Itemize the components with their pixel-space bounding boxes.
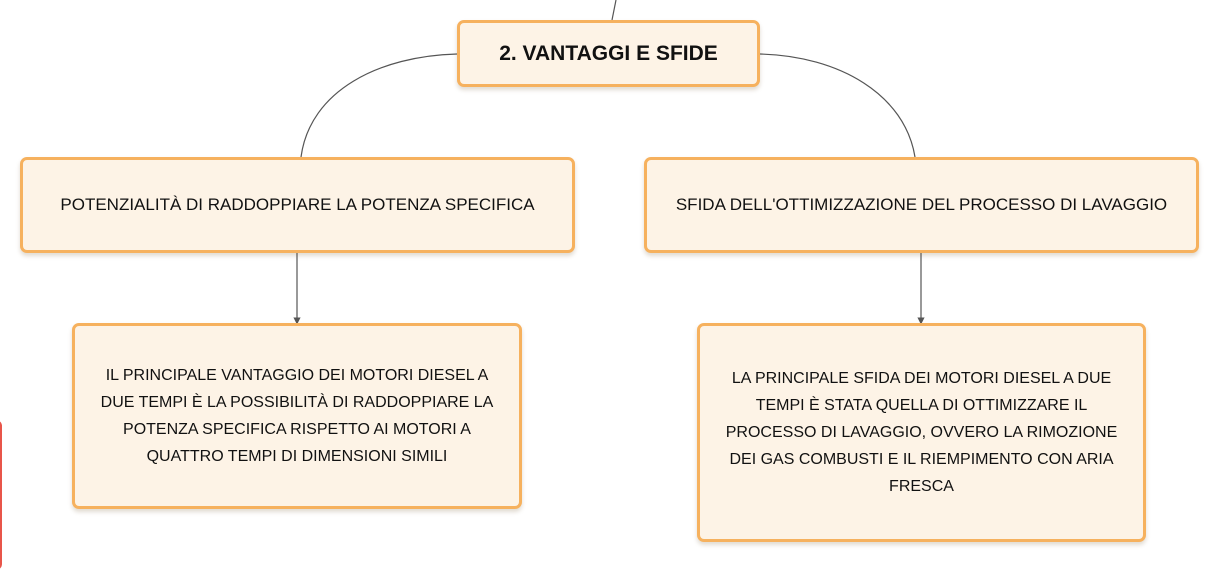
- branch-node-potenza[interactable]: POTENZIALITÀ DI RADDOPPIARE LA POTENZA S…: [20, 157, 575, 253]
- connector-parent-root: [611, 0, 617, 21]
- detail-node-text: IL PRINCIPALE VANTAGGIO DEI MOTORI DIESE…: [100, 367, 494, 465]
- branch-node-label: SFIDA DELL'OTTIMIZZAZIONE DEL PROCESSO D…: [675, 195, 1168, 214]
- detail-node-lavaggio[interactable]: LA PRINCIPALE SFIDA DEI MOTORI DIESEL A …: [697, 323, 1146, 542]
- branch-node-label: POTENZIALITÀ DI RADDOPPIARE LA POTENZA S…: [60, 195, 535, 214]
- detail-node-text: LA PRINCIPALE SFIDA DEI MOTORI DIESEL A …: [725, 370, 1118, 495]
- connector-root-branch-right: [759, 53, 916, 158]
- side-marker: [0, 420, 2, 570]
- root-node[interactable]: 2. VANTAGGI E SFIDE: [457, 20, 760, 87]
- root-node-label: 2. VANTAGGI E SFIDE: [499, 41, 718, 65]
- detail-node-potenza[interactable]: IL PRINCIPALE VANTAGGIO DEI MOTORI DIESE…: [72, 323, 522, 509]
- connector-root-branch-left: [300, 53, 458, 158]
- branch-node-lavaggio[interactable]: SFIDA DELL'OTTIMIZZAZIONE DEL PROCESSO D…: [644, 157, 1199, 253]
